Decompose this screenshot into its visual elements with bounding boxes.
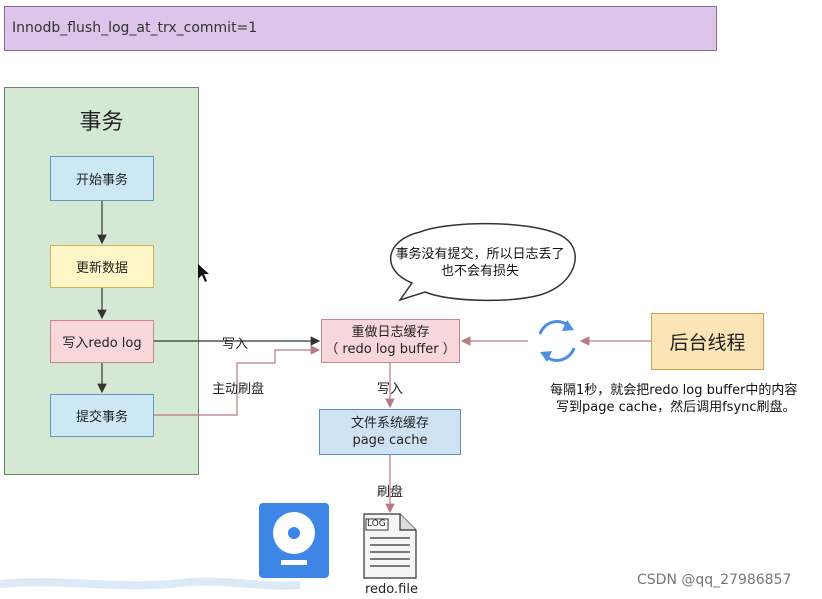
thread-note-line-2: 写到page cache，然后调用fsync刷盘。: [556, 400, 796, 415]
watermark: CSDN @qq_27986857: [637, 572, 792, 588]
redo-log-buffer-box: 重做日志缓存 （ redo log buffer ）: [321, 319, 460, 363]
sync-cycle-icon: [538, 320, 576, 362]
commit-setting-banner: Innodb_flush_log_at_trx_commit=1: [4, 6, 717, 51]
label-write-to-cache: 写入: [377, 382, 404, 397]
background-thread-box: 后台线程: [651, 313, 764, 370]
thread-note-line-1: 每隔1秒，就会把redo log buffer中的内容: [550, 383, 798, 398]
label-write-in: 写入: [222, 337, 249, 352]
disk-icon: [259, 503, 329, 578]
decorative-stroke: [0, 577, 301, 590]
step-begin-transaction: 开始事务: [50, 156, 154, 201]
thread-note: 每隔1秒，就会把redo log buffer中的内容 写到page cache…: [550, 382, 812, 416]
bubble-line-1: 事务没有提交，所以日志丢了: [395, 247, 565, 262]
step-update-data: 更新数据: [50, 245, 154, 288]
transaction-title: 事务: [79, 110, 124, 135]
mouse-cursor-icon: [198, 264, 209, 282]
log-tag-text: LOG: [367, 519, 386, 529]
redo-buffer-subtitle: （ redo log buffer ）: [325, 342, 456, 357]
page-cache-title: 文件系统缓存: [350, 416, 429, 431]
redo-buffer-title: 重做日志缓存: [351, 325, 430, 340]
label-flush-disk: 刷盘: [377, 485, 404, 500]
bubble-line-2: 也不会有损失: [440, 264, 519, 279]
log-file-icon: [363, 513, 417, 579]
step-commit-transaction: 提交事务: [50, 394, 154, 437]
arrow-active-flush: [154, 345, 321, 416]
bubble-text: 事务没有提交，所以日志丢了 也不会有损失: [380, 246, 580, 280]
redo-file-name: redo.file: [365, 582, 418, 597]
speech-bubble: [389, 222, 576, 302]
page-cache-box: 文件系统缓存 page cache: [319, 409, 461, 455]
label-active-flush: 主动刷盘: [212, 382, 265, 397]
step-write-redo-log: 写入redo log: [50, 320, 154, 363]
page-cache-subtitle: page cache: [352, 433, 428, 448]
